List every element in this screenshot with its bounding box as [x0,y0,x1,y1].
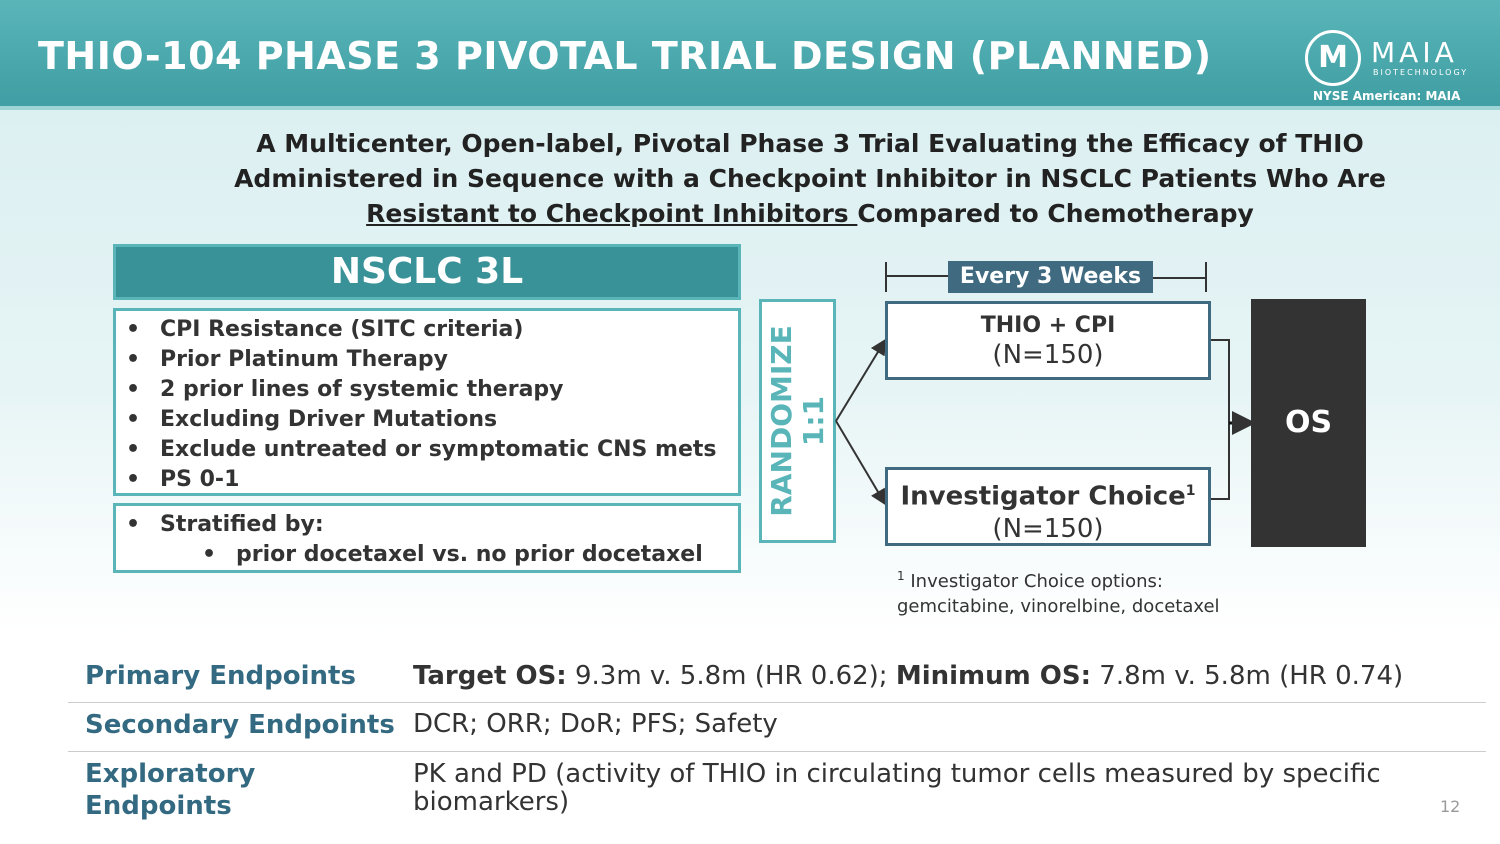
arm-investigator-choice: Investigator Choice1 (N=150) [885,467,1211,546]
arm1-n: (N=150) [992,340,1104,370]
footnote-mark: 1 [897,569,905,583]
logo-name: MAIA [1371,36,1458,69]
target-os-label: Target OS: [413,661,567,691]
arrow-to-arm1 [835,338,887,422]
footnote-text-1: Investigator Choice options: [910,571,1163,592]
footnote-line-1: 1 Investigator Choice options: [897,564,1220,594]
subtitle-line-3: Resistant to Checkpoint Inhibitors Compa… [230,196,1390,231]
endpoint-label: Secondary Endpoints [85,710,395,740]
arm-thio-cpi: THIO + CPI (N=150) [885,301,1211,380]
criterion: Prior Platinum Therapy [126,345,738,375]
footnote: 1 Investigator Choice options: gemcitabi… [897,564,1220,619]
minimum-os-value: 7.8m v. 5.8m (HR 0.74) [1091,661,1404,691]
footnote-line-2: gemcitabine, vinorelbine, docetaxel [897,596,1220,617]
population-title: NSCLC 3L [113,244,741,300]
endpoint-row-secondary: Secondary Endpoints DCR; ORR; DoR; PFS; … [68,703,1486,752]
logo-subtitle: BIOTECHNOLOGY [1373,68,1469,77]
endpoint-value: DCR; ORR; DoR; PFS; Safety [413,709,778,739]
criterion: Exclude untreated or symptomatic CNS met… [126,435,738,465]
logo-mark-icon: M [1305,30,1361,86]
arm2-footnote-mark: 1 [1185,483,1196,499]
target-os-value: 9.3m v. 5.8m (HR 0.62); [566,661,896,691]
trial-subtitle: A Multicenter, Open-label, Pivotal Phase… [230,126,1390,231]
endpoint-label: Primary Endpoints [85,661,356,691]
endpoint-label-line-1: Exploratory [85,759,256,789]
endpoint-label-line-2: Endpoints [85,791,232,821]
subtitle-line-2: Administered in Sequence with a Checkpoi… [234,164,1386,193]
randomize-box: RANDOMIZE 1:1 [759,299,836,543]
criterion: Excluding Driver Mutations [126,405,738,435]
minimum-os-label: Minimum OS: [895,661,1092,691]
outcome-os: OS [1251,299,1366,547]
inclusion-criteria: CPI Resistance (SITC criteria) Prior Pla… [113,308,741,496]
endpoint-row-primary: Primary Endpoints Target OS: 9.3m v. 5.8… [68,654,1486,703]
header-divider [0,106,1500,110]
arrow-to-arm2 [835,420,887,506]
maia-logo: M MAIA BIOTECHNOLOGY [1305,30,1475,86]
arm2-n: (N=150) [992,513,1104,544]
slide-title: THIO-104 PHASE 3 PIVOTAL TRIAL DESIGN (P… [38,34,1212,78]
exchange-ticker: NYSE American: MAIA [1313,89,1461,103]
criterion: 2 prior lines of systemic therapy [126,375,738,405]
arm1-name: THIO + CPI [980,313,1116,338]
endpoint-value: Target OS: 9.3m v. 5.8m (HR 0.62); Minim… [413,662,1413,690]
stratified-item: prior docetaxel vs. no prior docetaxel [126,540,738,570]
page-number: 12 [1440,797,1461,816]
endpoint-value: PK and PD (activity of THIO in circulati… [413,759,1381,817]
arm2-name-wrap: Investigator Choice1 [888,474,1208,514]
arm2-name: Investigator Choice [900,481,1186,512]
stratification-box: Stratified by: prior docetaxel vs. no pr… [113,503,741,573]
stratified-label: Stratified by: [126,510,738,540]
subtitle-rest: Compared to Chemotherapy [857,199,1254,228]
header-bar [0,0,1500,108]
subtitle-line-1: A Multicenter, Open-label, Pivotal Phase… [256,129,1364,158]
subtitle-underlined: Resistant to Checkpoint Inhibitors [366,199,858,228]
schedule-label: Every 3 Weeks [948,261,1153,293]
criterion: PS 0-1 [126,465,738,495]
merge-bracket [1210,339,1230,500]
criterion: CPI Resistance (SITC criteria) [126,315,738,345]
